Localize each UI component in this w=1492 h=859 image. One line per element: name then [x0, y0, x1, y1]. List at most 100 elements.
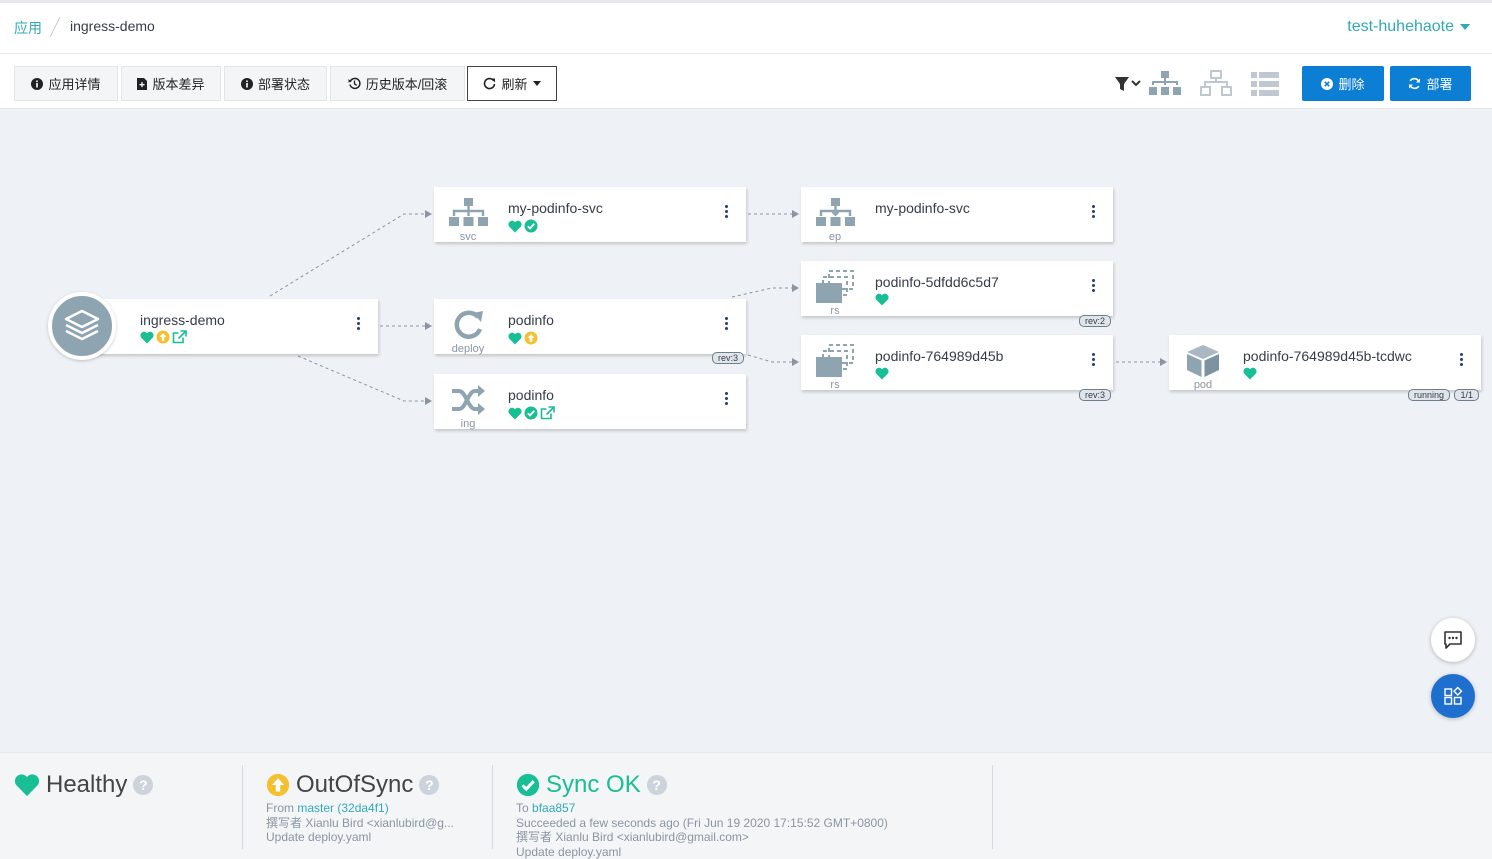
list-icon [1251, 72, 1279, 96]
tree-view-button[interactable] [1148, 70, 1182, 98]
app-node[interactable]: ingress-demo [80, 299, 378, 354]
resource-node-ing[interactable]: ing podinfo [434, 374, 746, 430]
clone-icon [816, 270, 854, 303]
caret-down-icon [532, 80, 541, 86]
revision-tag: rev:3 [711, 352, 744, 364]
revision-link[interactable]: bfaa857 [532, 801, 576, 815]
arrow-circle-up-icon [524, 331, 538, 345]
network-icon [1200, 70, 1232, 96]
help-icon[interactable]: ? [419, 775, 440, 795]
heart-icon [875, 293, 889, 306]
filter-icon [1115, 77, 1141, 91]
project-name: test-huhehaote [1347, 18, 1454, 35]
resource-node-svc[interactable]: svc my-podinfo-svc [434, 187, 746, 243]
chat-button[interactable] [1431, 618, 1475, 662]
revision-tag: rev:2 [1078, 315, 1111, 327]
pod-ready-tag: 1/1 [1454, 389, 1479, 401]
node-menu-button[interactable] [1089, 279, 1097, 295]
graph-edges [269, 210, 1167, 405]
node-kind: rs [830, 305, 840, 317]
info-icon [31, 77, 44, 90]
node-status [875, 293, 889, 306]
node-name: podinfo-764989d45b [875, 348, 1004, 364]
resource-tree: ingress-demo svc my-podinfo-svc deploy p… [0, 110, 1492, 752]
node-kind: ing [460, 418, 476, 430]
node-name: podinfo [508, 387, 554, 403]
help-icon[interactable]: ? [133, 775, 154, 795]
delete-button[interactable]: 删除 [1302, 66, 1384, 101]
check-circle-icon [524, 219, 538, 233]
node-menu-button[interactable] [1089, 353, 1097, 369]
sync-status-button[interactable]: 部署状态 [224, 66, 327, 101]
endpoints-icon [816, 198, 855, 226]
check-circle-icon [516, 773, 540, 797]
node-name: my-podinfo-svc [875, 200, 970, 216]
heart-icon [508, 332, 522, 344]
diff-button[interactable]: 版本差异 [121, 66, 221, 101]
pod-phase-tag: running [1407, 389, 1450, 401]
node-menu-button[interactable] [722, 317, 730, 333]
commit-author: 撰写者 Xianlu Bird <xianlubird@gmail.com> [516, 830, 749, 844]
refresh-button[interactable]: 刷新 [467, 66, 557, 101]
help-icon[interactable]: ? [646, 775, 667, 795]
info-icon [240, 77, 253, 90]
history-rollback-button[interactable]: 历史版本/回滚 [330, 66, 465, 101]
heart-icon [140, 331, 154, 343]
heart-icon [875, 367, 889, 380]
project-selector[interactable]: test-huhehaote [1347, 18, 1470, 36]
filter-button[interactable] [1110, 70, 1144, 98]
operation-time: Succeeded a few seconds ago (Fri Jun 19 … [516, 815, 888, 830]
sitemap-icon [449, 198, 488, 226]
comment-icon [1444, 631, 1462, 649]
network-view-button[interactable] [1199, 70, 1233, 98]
heart-icon [508, 220, 522, 232]
node-menu-button[interactable] [722, 205, 730, 221]
revision-link[interactable]: master (32da4f1) [297, 801, 389, 815]
refresh-icon [484, 77, 496, 90]
heart-icon [508, 407, 522, 419]
operation-status: Sync OK ? To bfaa857 Succeeded a few sec… [516, 771, 888, 859]
node-name: my-podinfo-svc [508, 200, 603, 216]
apps-button[interactable] [1431, 674, 1475, 718]
resource-node-deploy[interactable]: deploy podinfo rev:3 [434, 299, 746, 364]
heart-icon [1243, 367, 1257, 380]
resource-node-pod[interactable]: pod podinfo-764989d45b-tcdwc running 1/1 [1169, 335, 1481, 401]
node-menu-button[interactable] [1457, 353, 1465, 369]
app-details-button[interactable]: 应用详情 [14, 66, 118, 101]
node-status [508, 331, 538, 345]
node-status [508, 406, 555, 420]
heart-icon [14, 774, 40, 797]
clone-icon [816, 344, 854, 377]
node-name: podinfo-5dfdd6c5d7 [875, 274, 999, 290]
node-kind: pod [1193, 379, 1213, 391]
app-status-panel: Healthy ? OutOfSync ? From master (32da4… [0, 752, 1492, 859]
node-name: ingress-demo [140, 312, 225, 328]
health-status: Healthy ? [14, 771, 154, 799]
node-menu-button[interactable] [1089, 205, 1097, 221]
breadcrumb-current: ingress-demo [70, 18, 155, 34]
times-circle-icon [1321, 77, 1334, 90]
node-name: podinfo-764989d45b-tcdwc [1243, 348, 1412, 364]
node-menu-button[interactable] [722, 392, 730, 408]
app-toolbar: 应用详情 版本差异 部署状态 历史版本/回滚 刷新 删除 部署 [0, 54, 1492, 109]
commit-message: Update deploy.yaml [266, 830, 372, 844]
deploy-button[interactable]: 部署 [1390, 66, 1471, 101]
resource-node-rs[interactable]: rs podinfo-5dfdd6c5d7 rev:2 [801, 261, 1113, 327]
arrow-circle-up-icon [266, 773, 290, 797]
arrow-circle-up-icon [156, 330, 170, 344]
breadcrumb-apps-link[interactable]: 应用 [14, 20, 42, 36]
sync-status: OutOfSync ? From master (32da4f1) 撰写者 Xi… [266, 771, 454, 844]
node-status [875, 367, 889, 380]
external-link-icon[interactable] [540, 406, 555, 420]
divider [992, 765, 993, 849]
external-link-icon[interactable] [172, 330, 187, 344]
random-icon [452, 385, 485, 415]
node-kind: svc [459, 231, 477, 243]
check-circle-icon [524, 406, 538, 420]
node-menu-button[interactable] [354, 317, 362, 333]
node-status [508, 219, 538, 233]
resource-node-rs[interactable]: rs podinfo-764989d45b rev:3 [801, 335, 1113, 401]
list-view-button[interactable] [1248, 70, 1282, 98]
file-diff-icon [137, 77, 148, 90]
resource-node-ep[interactable]: ep my-podinfo-svc [801, 187, 1113, 243]
